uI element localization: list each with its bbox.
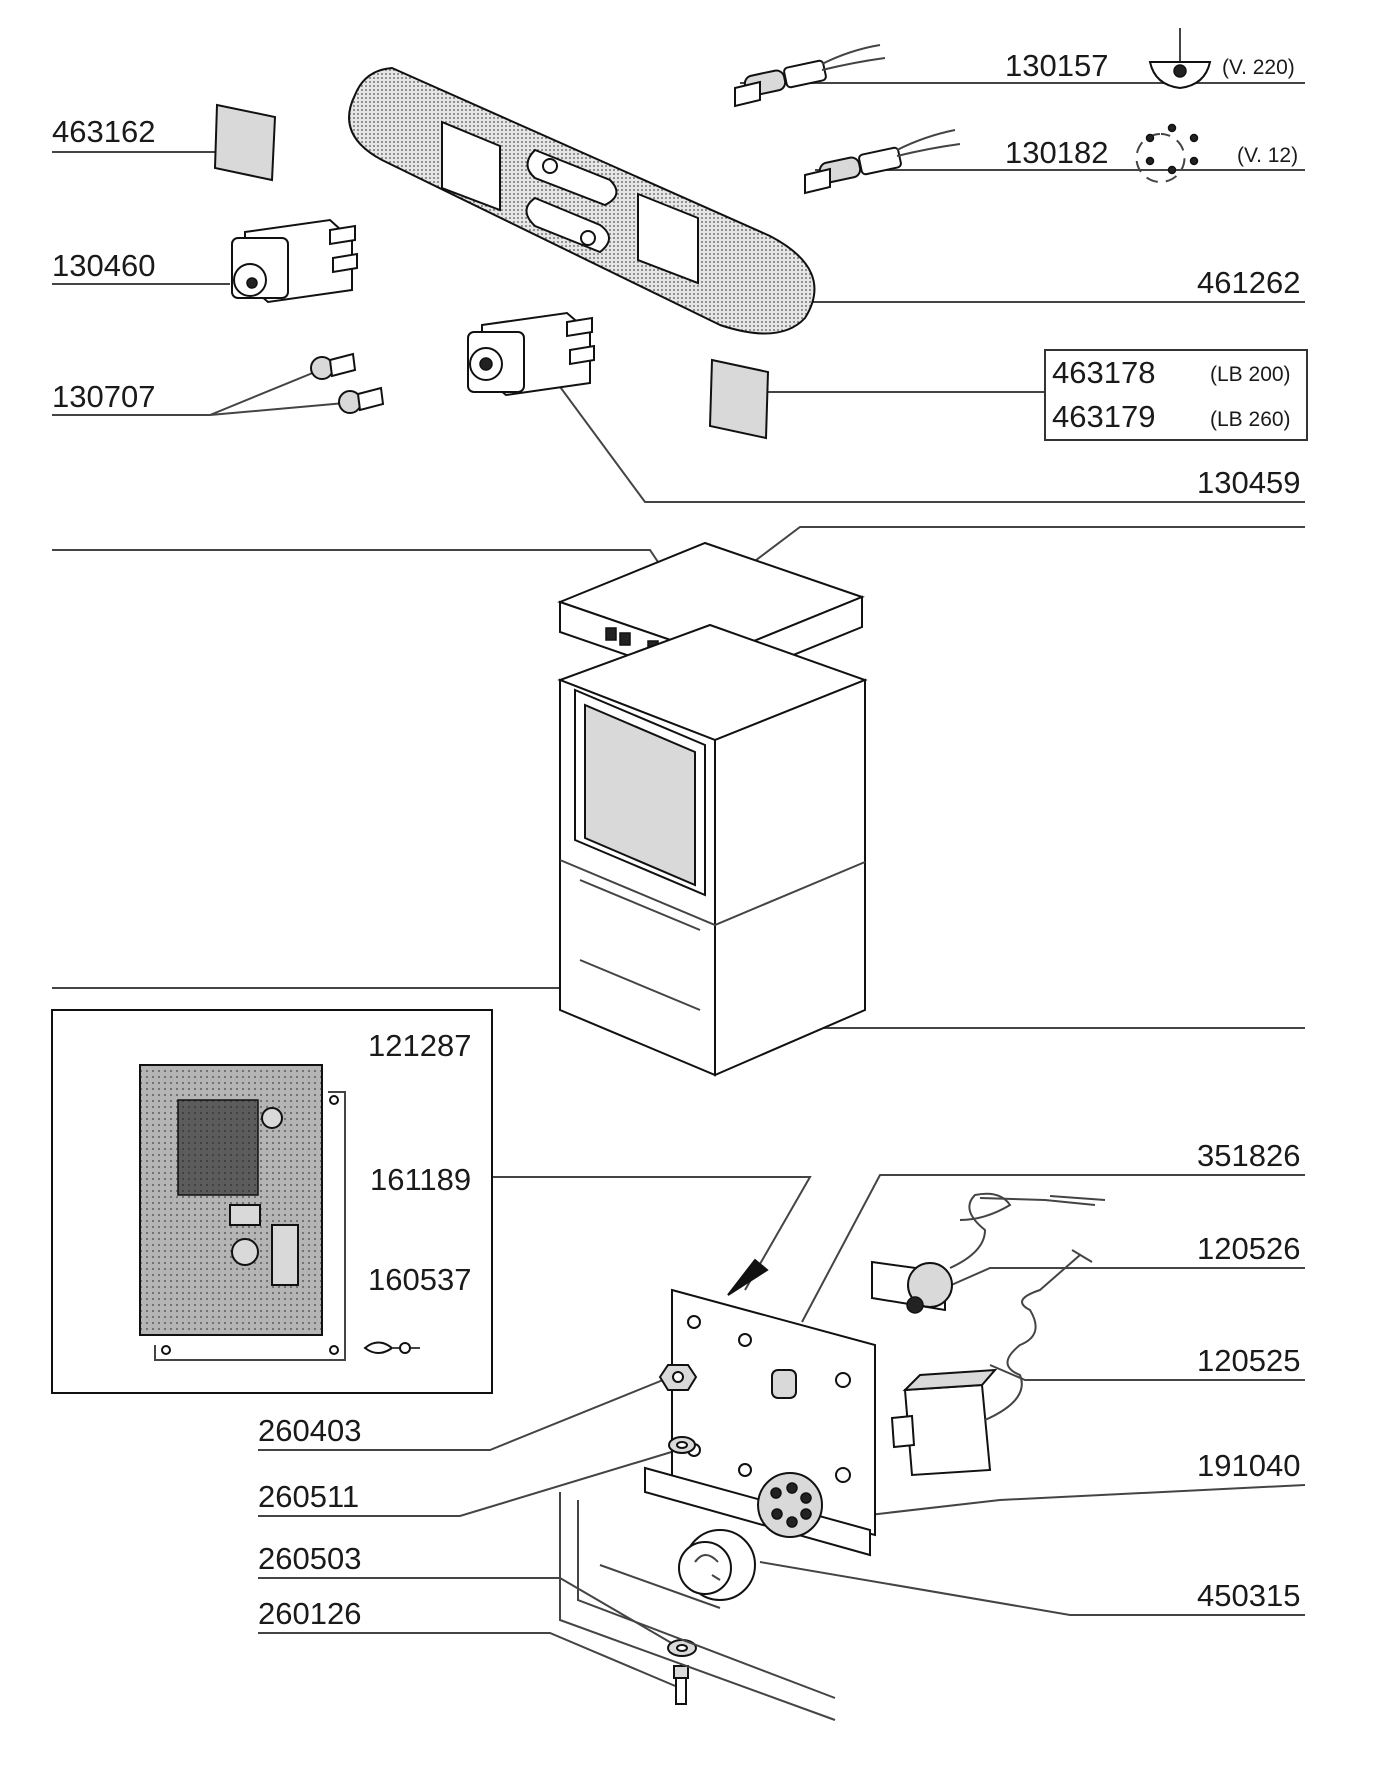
label-161189: 161189	[370, 1162, 471, 1197]
pcb-detail-box	[51, 1009, 493, 1394]
note-v220: (V. 220)	[1222, 56, 1295, 79]
part-351826-plate	[644, 1288, 876, 1557]
label-260126: 260126	[258, 1596, 361, 1631]
label-160537: 160537	[368, 1262, 471, 1297]
part-191040-vent	[757, 1472, 823, 1538]
part-130157-lamp	[734, 44, 886, 108]
assembly-arrow	[727, 1258, 769, 1296]
label-461262: 461262	[1197, 265, 1300, 300]
label-130157: 130157	[1005, 48, 1108, 83]
part-450315-knob	[678, 1529, 756, 1601]
label-351826: 351826	[1197, 1138, 1300, 1173]
label-130182: 130182	[1005, 135, 1108, 170]
label-130460: 130460	[52, 248, 155, 283]
part-260126-screw	[673, 1665, 689, 1705]
wash-symbol-icon	[1148, 28, 1212, 90]
label-130459: 130459	[1197, 465, 1300, 500]
part-463162-cover	[213, 103, 277, 182]
note-lb200: (LB 200)	[1210, 363, 1291, 386]
label-463162: 463162	[52, 114, 155, 149]
part-130459-switch	[467, 311, 595, 397]
machine-housing	[557, 541, 868, 1077]
label-120526: 120526	[1197, 1231, 1300, 1266]
part-120525-thermostat	[890, 1249, 1093, 1477]
label-260511: 260511	[258, 1479, 359, 1514]
variant-box	[1044, 349, 1308, 441]
part-120526-thermostat	[871, 1192, 1106, 1314]
part-130460-switch	[231, 218, 358, 304]
rinse-cycle-icon	[1135, 123, 1199, 183]
part-130182-lamp	[804, 129, 961, 195]
label-450315: 450315	[1197, 1578, 1300, 1613]
label-463179: 463179	[1052, 399, 1155, 434]
note-lb260: (LB 260)	[1210, 408, 1291, 431]
label-130707: 130707	[52, 379, 155, 414]
part-461262-panel	[348, 66, 816, 335]
label-120525: 120525	[1197, 1343, 1300, 1378]
part-labels: 130157 (V. 220) 130182 (V. 12) 463162 13…	[52, 48, 1300, 1631]
part-260403-nut	[658, 1364, 698, 1391]
label-121287: 121287	[368, 1028, 471, 1063]
label-191040: 191040	[1197, 1448, 1300, 1483]
label-260503: 260503	[258, 1541, 361, 1576]
label-260403: 260403	[258, 1413, 361, 1448]
housing-bottom-corner	[559, 1492, 836, 1721]
part-260511-washer	[668, 1436, 696, 1454]
part-130707-screws	[310, 352, 385, 414]
label-463178: 463178	[1052, 355, 1155, 390]
part-463178-cover	[708, 358, 770, 440]
note-v12: (V. 12)	[1237, 144, 1298, 167]
